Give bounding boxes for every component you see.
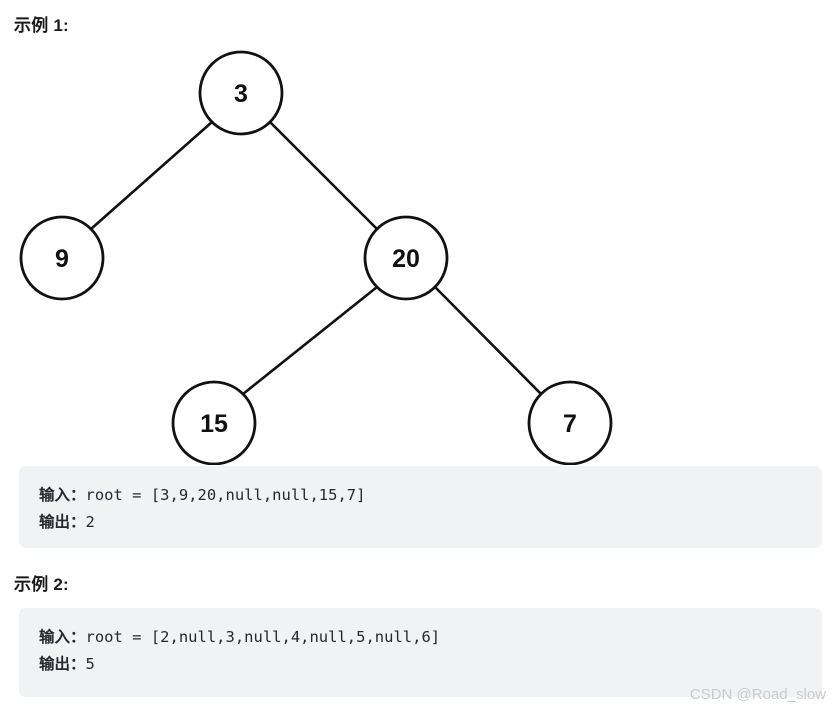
input-label: 输入：: [39, 486, 86, 504]
tree-node-circle: [171, 380, 257, 465]
tree-node-label: 9: [55, 245, 69, 273]
tree-node-label: 3: [234, 80, 248, 108]
tree-edge-right-to-right-left: [241, 285, 379, 396]
output-value: 5: [85, 655, 95, 673]
tree-node-label: 20: [392, 245, 420, 273]
tree-node-label: 15: [200, 410, 228, 438]
input-value: root = [2,null,3,null,4,null,5,null,6]: [85, 628, 441, 646]
watermark-text: CSDN @Road_slow: [689, 686, 826, 703]
example-2-code-block: 输入：root = [2,null,3,null,4,null,5,null,6…: [19, 608, 822, 697]
tree-edge-root-to-right: [268, 120, 379, 231]
example-2-heading: 示例 2:: [14, 575, 69, 594]
output-label: 输出：: [39, 513, 86, 531]
tree-node-circle: [363, 215, 449, 301]
tree-node-right-right: 7: [527, 380, 613, 465]
tree-svg-canvas: 3 9 20 15 7: [19, 50, 613, 465]
tree-node-right: 20: [363, 215, 449, 301]
input-label: 输入：: [39, 628, 86, 646]
input-value: root = [3,9,20,null,null,15,7]: [85, 486, 366, 504]
example-2-input-line: 输入：root = [2,null,3,null,4,null,5,null,6…: [39, 624, 802, 651]
tree-node-root: 3: [198, 50, 284, 136]
example-1-input-line: 输入：root = [3,9,20,null,null,15,7]: [39, 482, 802, 509]
example-1-heading: 示例 1:: [14, 16, 69, 35]
example-1-code-block: 输入：root = [3,9,20,null,null,15,7] 输出：2: [19, 466, 822, 548]
output-value: 2: [85, 513, 95, 531]
output-label: 输出：: [39, 655, 86, 673]
tree-node-left: 9: [19, 215, 105, 301]
tree-node-label: 7: [563, 410, 577, 438]
tree-node-right-left: 15: [171, 380, 257, 465]
example-1-output-line: 输出：2: [39, 509, 802, 536]
binary-tree-diagram: 3 9 20 15 7: [0, 40, 838, 465]
tree-edge-right-to-right-right: [433, 285, 543, 396]
tree-node-circle: [527, 380, 613, 465]
tree-node-circle: [19, 215, 105, 301]
example-2-output-line: 输出：5: [39, 651, 802, 678]
tree-edge-root-to-left: [89, 120, 214, 231]
tree-node-circle: [198, 50, 284, 136]
